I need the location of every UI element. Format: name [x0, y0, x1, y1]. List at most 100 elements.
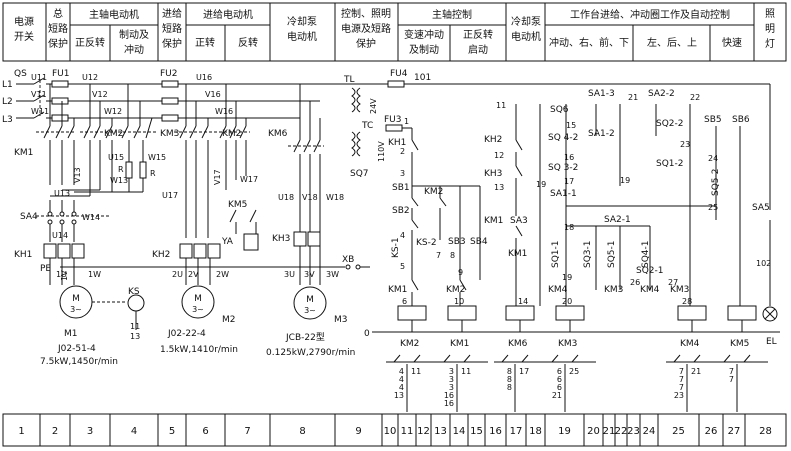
coil-ref-no: 23 [674, 391, 684, 400]
hdr-lamp-3: 灯 [765, 38, 775, 50]
coil-ref-no: 4 [399, 367, 404, 376]
coil-km2 [397, 305, 427, 321]
hdr-feed-fwd: 正转 [195, 36, 215, 49]
hdr-lamp-1: 照 [765, 8, 775, 20]
coil-ref-no: 7 [679, 383, 684, 392]
label-n28: 28 [682, 297, 692, 306]
label-u15: U15 [108, 153, 124, 162]
label-n102: 102 [756, 259, 771, 268]
label-n12: 12 [494, 151, 504, 160]
footer-col-25: 25 [672, 426, 685, 437]
coil-ref-no: 8 [507, 383, 512, 392]
hdr-coolant2-2: 电动机 [511, 30, 541, 43]
hdr-feed-short-1: 进给 [162, 7, 182, 20]
label-n15: 15 [566, 121, 576, 130]
label-fu2: FU2 [160, 69, 178, 79]
label-km4-ctrl: KM4 [548, 285, 568, 295]
footer-col-26: 26 [705, 426, 718, 437]
label-sq6: SQ6 [550, 105, 569, 115]
m2-term-v: 2V [188, 270, 199, 279]
label-n3: 3 [400, 169, 405, 178]
label-n23: 23 [680, 140, 690, 149]
label-sb6: SB6 [732, 115, 750, 125]
hdr-coolant-2: 电动机 [287, 30, 317, 43]
label-n9: 9 [458, 268, 463, 277]
label-n25: 25 [708, 203, 718, 212]
footer-col-9: 9 [355, 426, 361, 437]
label-r1: R [118, 165, 124, 174]
coil-km5 [727, 305, 757, 321]
footer-col-7: 7 [244, 426, 250, 437]
label-km2-power: KM2 [104, 129, 123, 139]
hdr-feed-short-2: 短路 [162, 22, 182, 35]
label-sb5: SB5 [704, 115, 722, 125]
label-w13: W13 [110, 176, 128, 185]
label-sa2-1: SA2-1 [604, 215, 631, 225]
coil-row: KM24441311KM1333161611KM688817KM36662125… [386, 305, 768, 412]
label-n8: 8 [450, 251, 455, 260]
hdr-start-2: 启动 [468, 43, 488, 56]
power-circuit: QS L1 L2 L3 U11 V11 W11 FU1 U12 V12 W12 … [2, 69, 390, 367]
label-sa1-1: SA1-1 [550, 189, 577, 199]
footer-col-10: 10 [384, 426, 397, 437]
coil-ref-nc: 17 [519, 367, 529, 376]
coil-ref-nc: 11 [461, 367, 471, 376]
label-n14: 14 [518, 297, 528, 306]
coil-ref-no: 16 [444, 391, 454, 400]
footer-col-2: 2 [52, 426, 58, 437]
label-sb2: SB2 [392, 206, 410, 216]
label-n16: 16 [564, 153, 574, 162]
km3-feed-contacts [174, 125, 212, 139]
coil-ref-no: 4 [399, 383, 404, 392]
label-ks2: KS-2 [416, 238, 437, 248]
coil-ref-no: 7 [729, 367, 734, 376]
label-n19: 19 [620, 176, 630, 185]
m1-term-w: 1W [88, 270, 101, 279]
label-sa2-2: SA2-2 [648, 89, 675, 99]
coil-label-km6: KM6 [508, 339, 528, 349]
coil-ref-no: 4 [399, 375, 404, 384]
km2-feed-contacts: KM2 [214, 125, 250, 139]
label-n1: 1 [404, 117, 409, 126]
coil-ref-no: 6 [557, 383, 562, 392]
ks-n2: 13 [130, 332, 140, 341]
coil-km4 [677, 305, 707, 321]
label-v12: V12 [92, 90, 108, 99]
label-km5-power: KM5 [228, 200, 247, 210]
label-u17: U17 [162, 191, 178, 200]
label-u18: U18 [278, 193, 294, 202]
hdr-main-short-2: 短路 [48, 22, 68, 35]
hdr-spindle-fwdrev: 正反转 [75, 36, 105, 49]
footer-col-5: 5 [169, 426, 175, 437]
footer-col-1: 1 [18, 426, 24, 437]
coil-km1 [447, 305, 477, 321]
m2-phase: 3~ [192, 305, 204, 314]
coil-label-km4: KM4 [680, 339, 700, 349]
hdr-main-short-1: 总 [53, 7, 63, 20]
label-w12: W12 [104, 107, 122, 116]
label-l1: L1 [2, 80, 13, 90]
footer-col-18: 18 [529, 426, 542, 437]
hdr-coolant-1: 冷却泵 [287, 15, 317, 28]
footer-col-20: 20 [587, 426, 600, 437]
label-sb4: SB4 [470, 237, 488, 247]
m2-id: M2 [222, 315, 236, 325]
hdr-spindle-ctrl: 主轴控制 [432, 8, 472, 21]
hdr-coolant2-1: 冷却泵 [511, 15, 541, 28]
footer-col-28: 28 [759, 426, 772, 437]
label-km2-ctrl: KM2 [424, 187, 443, 197]
hdr-spindle-brake-2: 冲动 [124, 43, 144, 56]
coil-ref-nc: 21 [691, 367, 701, 376]
m3-phase: 3~ [304, 306, 316, 315]
label-sq3-1: SQ3-1 [583, 241, 593, 269]
lamp-el: EL [762, 306, 778, 347]
m2-term-w: 2W [216, 270, 229, 279]
hdr-power-switch-2: 开关 [14, 30, 34, 43]
m1-model: J02-51-4 [57, 344, 96, 354]
label-kh2-power: KH2 [152, 250, 170, 260]
header-table: 电源 开关 总 短路 保护 主轴电动机 正反转 制动及 冲动 进给 短路 保护 … [2, 2, 787, 62]
footer-col-22: 22 [615, 426, 628, 437]
label-n2: 2 [400, 147, 405, 156]
label-sa3: SA3 [510, 216, 528, 226]
